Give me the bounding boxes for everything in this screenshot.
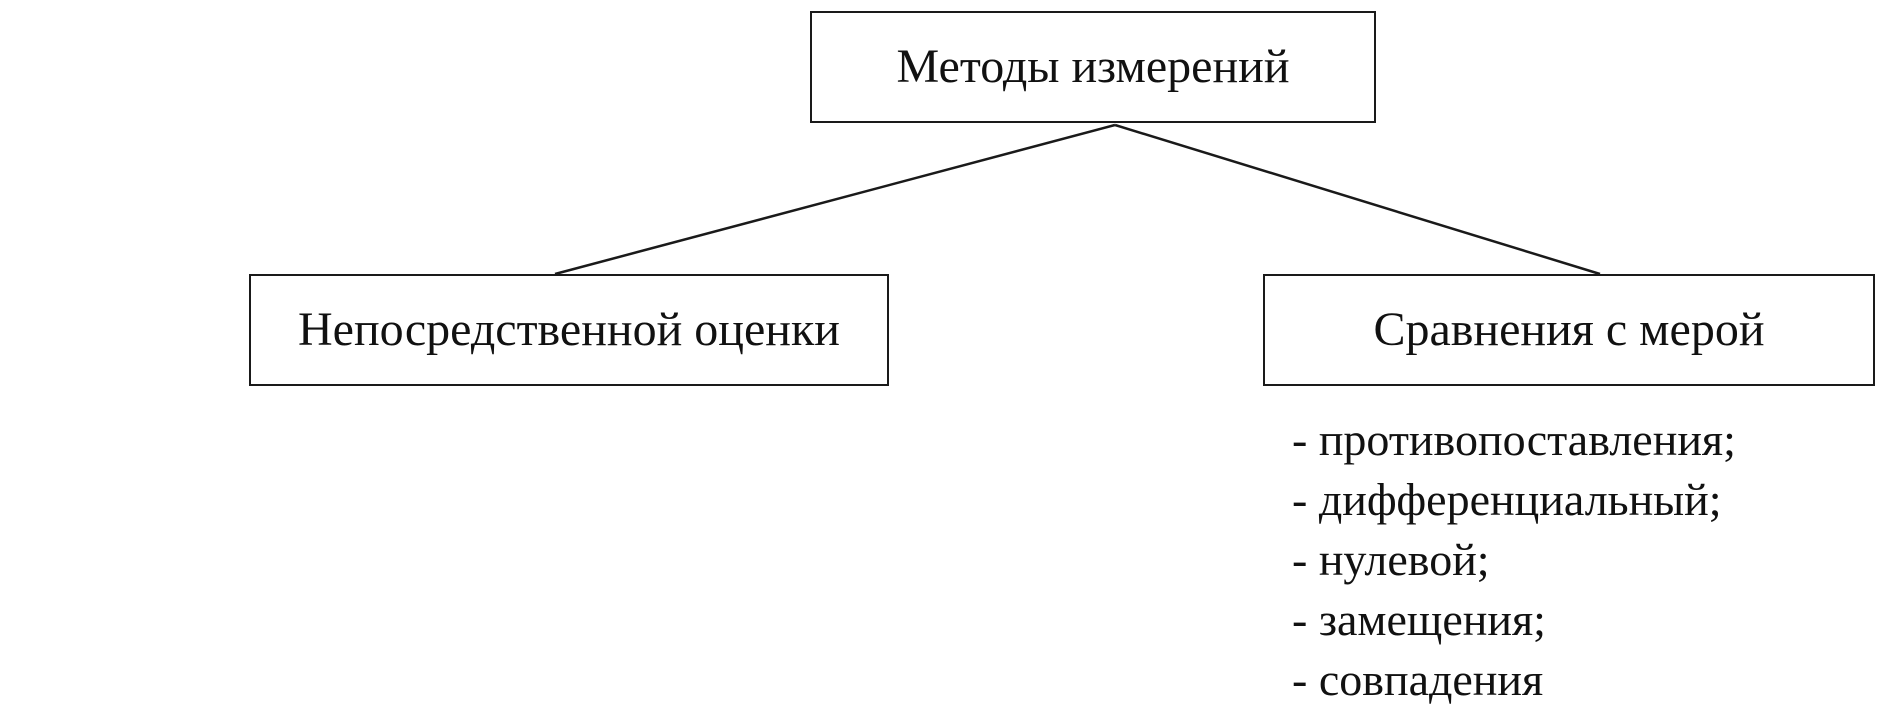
root-node-label: Методы измерений (896, 40, 1290, 93)
list-item: - противопоставления; (1292, 414, 1736, 465)
child-node-label: Сравнения с мерой (1373, 303, 1765, 356)
child-node-label: Непосредственной оценки (298, 303, 840, 356)
child-node-comparison-with-measure: Сравнения с мерой (1263, 274, 1875, 386)
connector-root-to-right (1114, 123, 1601, 276)
list-item: - совпадения (1292, 654, 1544, 705)
child-node-direct-estimation: Непосредственной оценки (249, 274, 889, 386)
comparison-methods-list: - противопоставления; - дифференциальный… (1292, 410, 1736, 710)
connector-root-to-left (554, 123, 1116, 276)
list-item: - дифференциальный; (1292, 474, 1722, 525)
list-item: - нулевой; (1292, 534, 1490, 585)
list-item: - замещения; (1292, 594, 1546, 645)
root-node: Методы измерений (810, 11, 1376, 123)
